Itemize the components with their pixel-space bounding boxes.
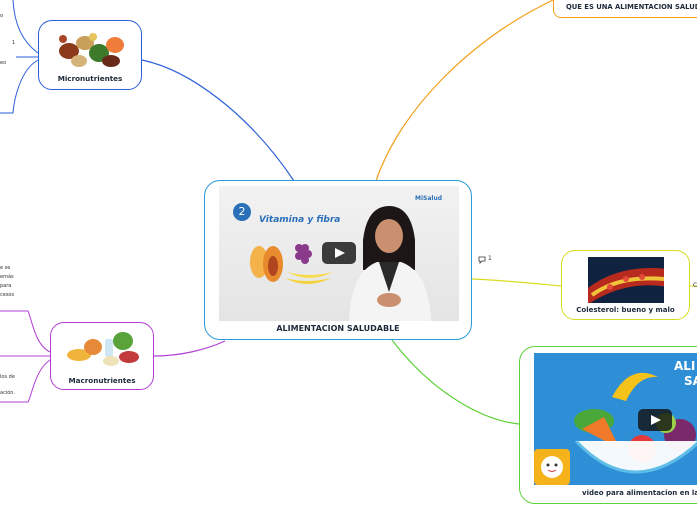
micro-snippet: eo [0,60,7,66]
macro-subbranch-line [0,359,51,403]
macro-snippet: emás [0,274,14,280]
macro-snippet: cesos [0,292,15,298]
comment-icon [478,256,486,264]
colesterol-image [588,257,664,303]
center-node[interactable]: 2 Vitamina y fibra MiSalud ALIMENTACION … [204,180,472,340]
video-node-label: video para alimentacion en la [582,489,697,497]
macronutrientes-node[interactable]: Macronutrientes [50,322,154,390]
micronutrientes-node[interactable]: Micronutrientes [38,20,142,90]
micronutrientes-image [55,29,127,71]
video-node-title-2: SA [684,374,697,388]
link-que-es [375,0,554,182]
link-video [391,339,520,425]
play-button-icon[interactable] [638,409,672,431]
fruit-illustration [250,244,333,284]
video-logo: MiSalud [415,195,443,202]
macro-snippet: e se [0,265,11,271]
micro-subbranch-line [12,0,39,54]
colesterol-node[interactable]: Colesterol: bueno y malo [561,250,690,320]
micro-snippet: 1 [12,40,16,46]
presenter-illustration [349,206,431,321]
macronutrientes-image [65,329,141,369]
link-colesterol [471,278,562,287]
macro-snippet: para [0,283,12,289]
play-button-icon[interactable] [322,242,356,264]
comment-count: 1 [488,255,492,262]
video-node-title-1: ALI [674,359,696,373]
colesterol-subtopic-text: C [693,282,697,289]
center-video-thumbnail[interactable]: 2 Vitamina y fibra MiSalud [219,186,459,321]
que-es-node[interactable]: QUE ES UNA ALIMENTACION SALUDABLE [553,0,697,18]
macronutrientes-label: Macronutrientes [68,376,136,385]
micro-snippet: o [0,13,4,19]
video-caption: Vitamina y fibra [259,215,341,225]
salad-bowl-illustration [534,372,697,485]
video-badge: 2 [233,203,251,221]
video-node[interactable]: ALI SA video para alimentacion en la [519,346,697,504]
micro-subbranch-line [0,59,39,114]
video-node-thumbnail[interactable]: ALI SA [534,353,697,485]
link-micronutrientes [141,59,295,182]
colesterol-label: Colesterol: bueno y malo [576,306,675,314]
macro-subbranch-line [0,310,51,353]
micronutrientes-label: Micronutrientes [57,74,123,83]
macro-snippet: los de [0,374,15,380]
macro-snippet: ación. [0,390,16,396]
link-macronutrientes [153,340,226,357]
que-es-label: QUE ES UNA ALIMENTACION SALUDABLE [566,3,697,11]
center-label: ALIMENTACION SALUDABLE [276,324,400,333]
